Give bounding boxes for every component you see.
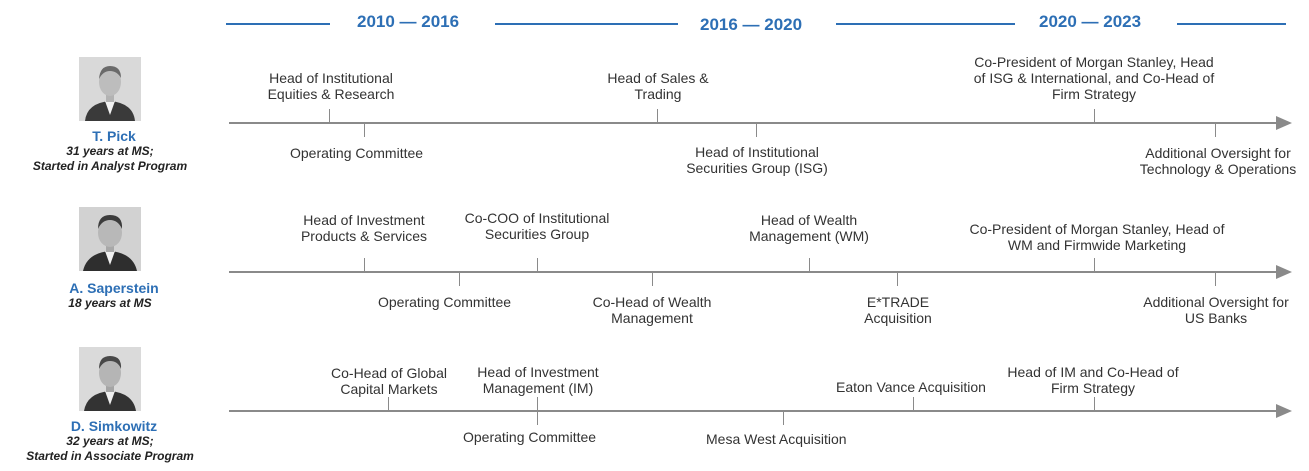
avatar-a-saperstein (79, 207, 141, 271)
timeline-event: Operating Committee (463, 429, 597, 445)
timeline-event: Co-COO of Institutional Securities Group (464, 210, 610, 242)
event-tick (459, 273, 460, 286)
timeline-event: Co-President of Morgan Stanley, Head of … (973, 54, 1215, 102)
timeline-axis (229, 410, 1287, 412)
event-tick (657, 109, 658, 122)
person-tenure: 32 years at MS; (66, 434, 154, 448)
event-tick (1094, 258, 1095, 271)
timeline-event: Co-Head of Global Capital Markets (331, 365, 447, 397)
period-label-2016-2020: 2016 — 2020 (700, 15, 803, 34)
timeline-event: Additional Oversight for Technology & Op… (1139, 145, 1297, 177)
avatar-d-simkowitz (79, 347, 141, 411)
timeline-event: Head of Wealth Management (WM) (749, 212, 869, 244)
timeline-event: Co-Head of Wealth Management (592, 294, 712, 326)
person-name: A. Saperstein (69, 280, 159, 296)
event-tick (364, 124, 365, 137)
timeline-event: Head of IM and Co-Head of Firm Strategy (1007, 364, 1179, 396)
period-label-2020-2023: 2020 — 2023 (1039, 12, 1142, 31)
timeline-event: Additional Oversight for US Banks (1143, 294, 1289, 326)
event-tick (809, 258, 810, 271)
timeline-event: Head of Institutional Equities & Researc… (267, 70, 395, 102)
event-tick (1215, 124, 1216, 137)
period-label-2010-2016: 2010 — 2016 (357, 12, 460, 31)
person-tenure: 18 years at MS (68, 296, 152, 310)
header-line-1b (495, 23, 678, 25)
timeline-event: Operating Committee (378, 294, 512, 310)
timeline-axis (229, 122, 1287, 124)
event-tick (388, 397, 389, 410)
timeline-event: Head of Sales & Trading (607, 70, 709, 102)
timeline-event: Eaton Vance Acquisition (836, 379, 986, 395)
event-tick (1094, 109, 1095, 122)
timeline-arrow (1276, 404, 1292, 418)
event-tick (913, 397, 914, 410)
timeline-event: Head of Institutional Securities Group (… (686, 144, 828, 176)
avatar-t-pick (79, 57, 141, 121)
event-tick (537, 397, 538, 410)
event-tick (537, 412, 538, 425)
timeline-axis (229, 271, 1287, 273)
event-tick (652, 273, 653, 286)
person-tenure: 31 years at MS; (66, 144, 154, 158)
timeline-event: E*TRADE Acquisition (864, 294, 932, 326)
event-tick (537, 258, 538, 271)
event-tick (1094, 397, 1095, 410)
timeline-arrow (1276, 265, 1292, 279)
person-program: Started in Associate Program (26, 449, 194, 463)
header-line-3 (1177, 23, 1286, 25)
timeline-event: Mesa West Acquisition (706, 431, 847, 447)
timeline-event: Head of Investment Products & Services (300, 212, 428, 244)
event-tick (897, 273, 898, 286)
event-tick (1215, 273, 1216, 286)
timeline-event: Operating Committee (290, 145, 424, 161)
event-tick (329, 109, 330, 122)
event-tick (756, 124, 757, 137)
header-line-2 (836, 23, 1015, 25)
person-name: D. Simkowitz (70, 418, 158, 434)
event-tick (364, 258, 365, 271)
header-line-1a (226, 23, 330, 25)
event-tick (783, 412, 784, 425)
person-name: T. Pick (92, 128, 136, 144)
timeline-arrow (1276, 116, 1292, 130)
timeline-event: Co-President of Morgan Stanley, Head of … (969, 221, 1225, 253)
person-program: Started in Analyst Program (32, 159, 188, 173)
timeline-event: Head of Investment Management (IM) (477, 364, 599, 396)
